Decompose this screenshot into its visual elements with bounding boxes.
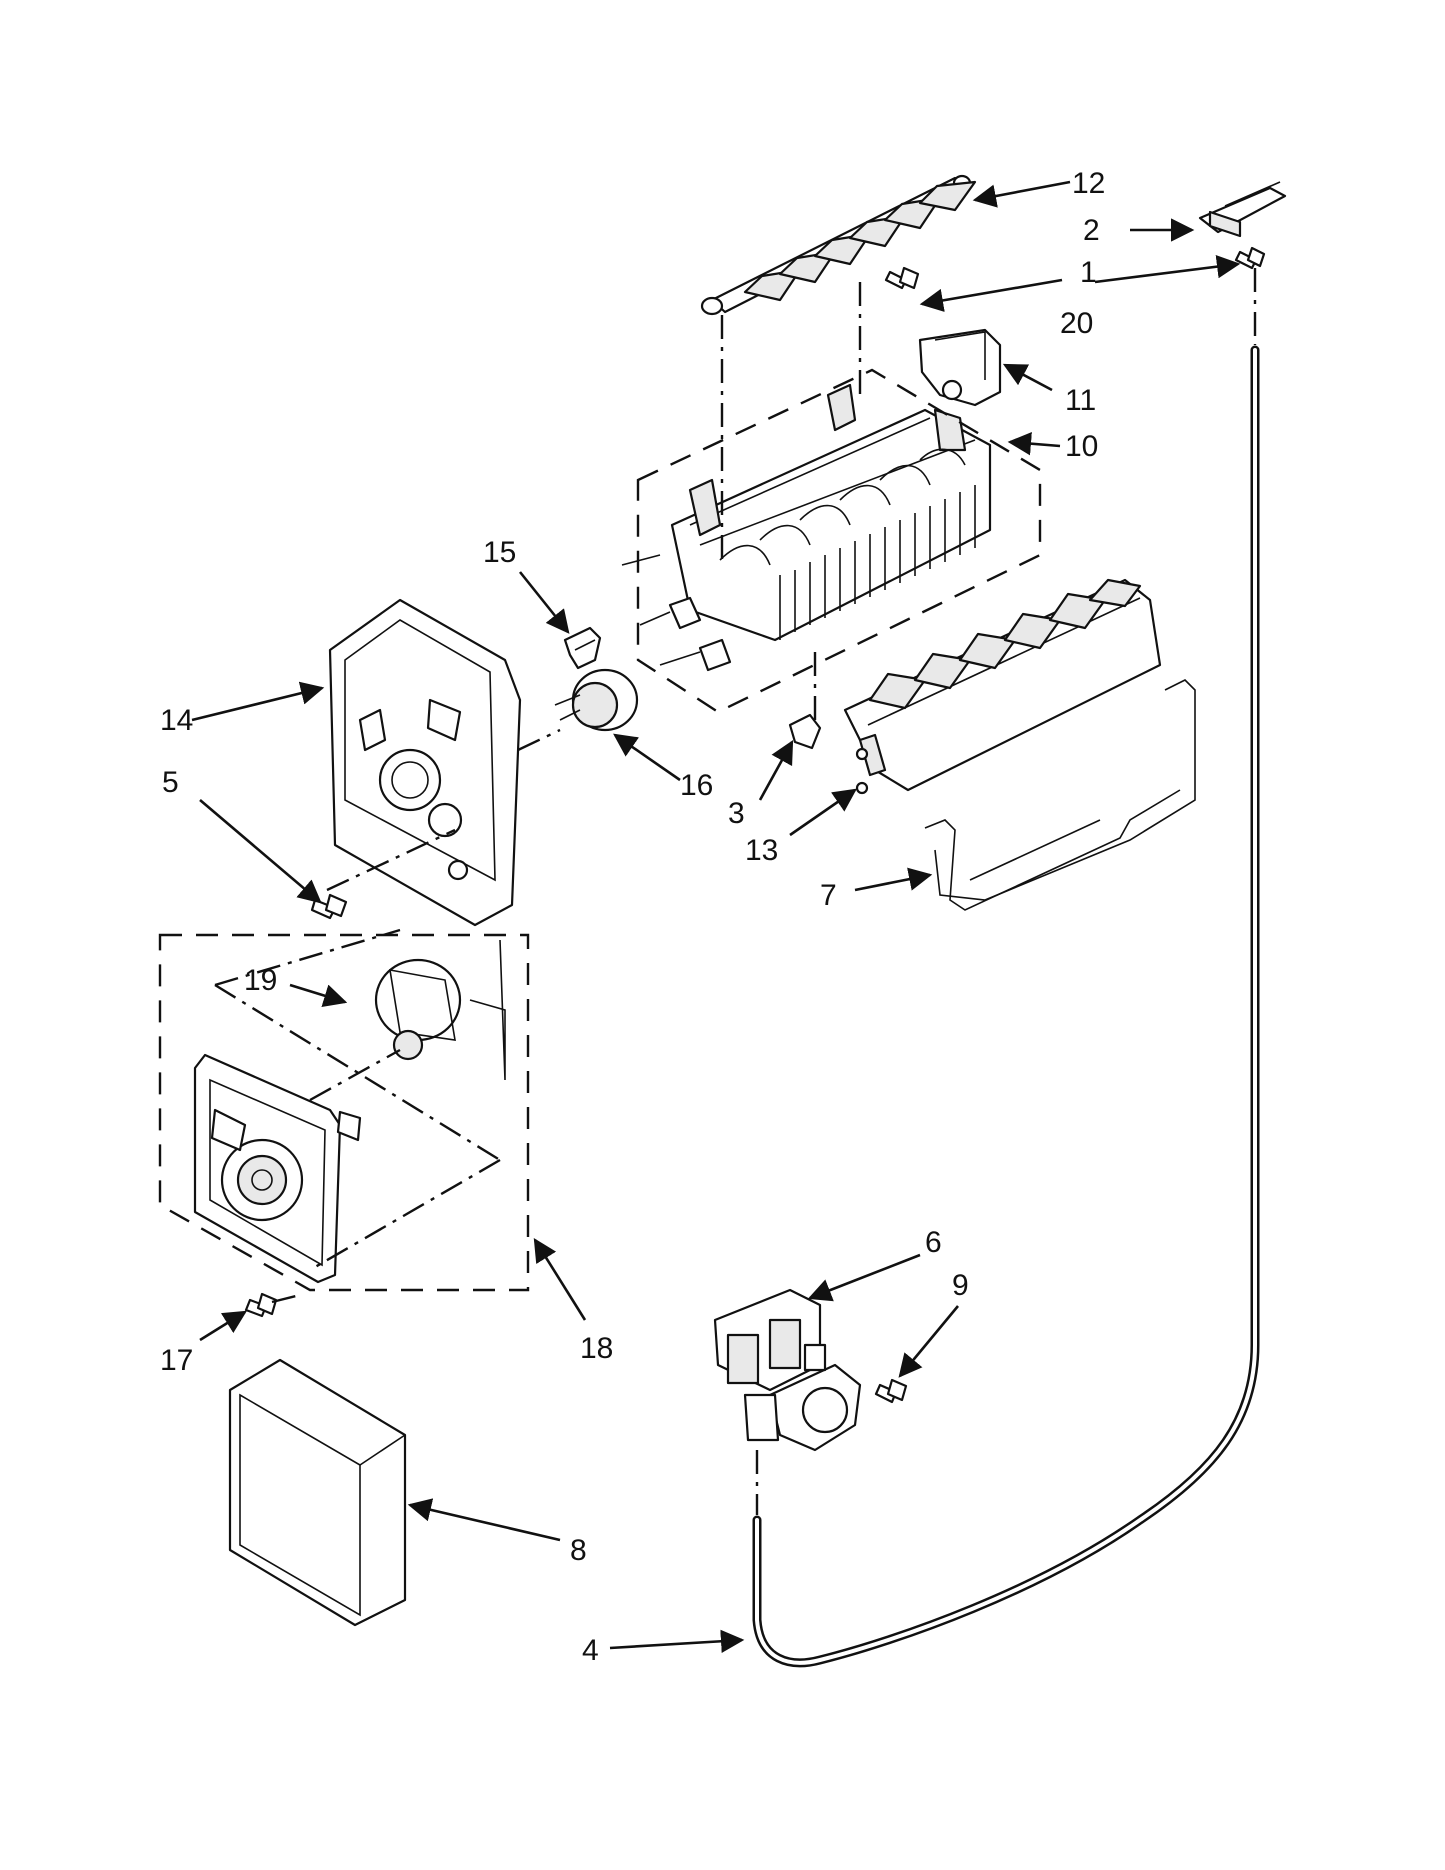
motor-part [374,939,506,1081]
callout-10: 10 [1065,430,1098,463]
callout-19: 19 [244,964,277,997]
front-cover-part [843,578,1162,795]
callout-18: 18 [580,1332,613,1365]
thermostat-clip-part [563,626,602,670]
screw-part-20 [1234,246,1266,270]
callout-13: 13 [745,834,778,867]
callout-20: 20 [1060,307,1093,340]
screw-part-1 [884,266,920,290]
callout-8: 8 [570,1534,587,1567]
callout-12: 12 [1072,167,1105,200]
ejector-part [700,174,977,316]
water-valve-part [713,1288,862,1452]
module-cover-part [228,1358,407,1627]
screw-part-17 [244,1292,278,1318]
callout-labels: 12 2 1 20 11 10 15 14 16 3 13 5 7 19 18 … [160,167,1105,1667]
shutoff-wire-arm-part [924,679,1196,911]
mold-assembly-outline [636,368,1042,714]
shutoff-arm-housing-part [918,328,1002,407]
small-clip-part [788,713,822,750]
mounting-bracket-part [1198,181,1287,238]
callout-4: 4 [582,1634,599,1667]
callout-3: 3 [728,797,745,830]
screw-part-5 [310,893,348,920]
module-housing-part [328,598,522,927]
callout-11: 11 [1065,384,1096,417]
leader-lines [191,180,1241,1653]
thermostat-part [554,668,639,732]
ice-mold-part [621,383,992,672]
callout-5: 5 [162,766,179,799]
callout-7: 7 [820,879,837,912]
callout-9: 9 [952,1269,969,1302]
screw-part-9 [874,1378,908,1404]
assembly-lines [214,268,1257,1515]
water-tube-part [752,345,1260,1668]
control-module-plate-part [193,1053,362,1284]
callout-16: 16 [680,769,713,802]
module-kit-outline [158,933,530,1292]
callout-15: 15 [483,536,516,569]
callout-2: 2 [1083,214,1100,247]
callout-17: 17 [160,1344,193,1377]
callout-14: 14 [160,704,193,737]
callout-1: 1 [1080,256,1097,289]
callout-6: 6 [925,1226,942,1259]
